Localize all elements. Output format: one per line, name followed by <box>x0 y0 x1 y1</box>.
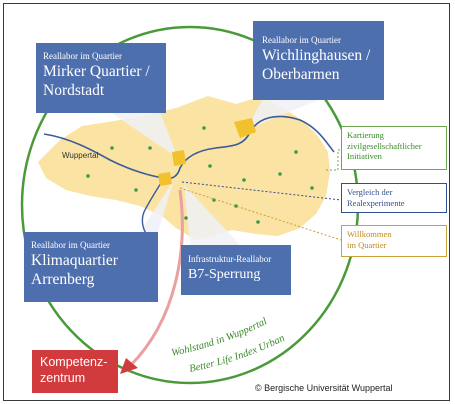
arrow-head-icon <box>120 358 138 374</box>
box-vergleich[interactable]: Vergleich der Realexperimente <box>341 183 447 213</box>
panel-kicker: Reallabor im Quartier <box>262 35 341 45</box>
beam-b7 <box>184 185 240 245</box>
panel-title-line1: Klimaquartier <box>31 252 118 269</box>
beam-arrenberg <box>140 180 174 232</box>
panel-wichlinghausen[interactable]: Reallabor im Quartier Wichlinghausen / O… <box>253 21 384 100</box>
panel-kicker: Reallabor im Quartier <box>31 240 110 250</box>
connector-vergleich <box>181 181 342 201</box>
panel-b7-sperrung[interactable]: Infrastruktur-Reallabor B7-Sperrung <box>181 245 291 295</box>
panel-mirker-quartier[interactable]: Reallabor im Quartier Mirker Quartier / … <box>36 43 166 113</box>
panel-title-line2: Nordstadt <box>43 82 105 99</box>
copyright-notice: © Bergische Universität Wuppertal <box>255 383 393 393</box>
box-line: Realexperimente <box>347 197 405 208</box>
beam-mirker <box>110 112 178 158</box>
connector-willkommen <box>179 187 342 241</box>
box-line: Initiativen <box>347 151 382 161</box>
box-willkommen[interactable]: Willkommen im Quartier <box>341 225 447 257</box>
wuppertal-map-shape <box>38 96 330 240</box>
initiative-dots <box>86 126 314 224</box>
quarter-arrenberg-highlight <box>158 172 172 186</box>
box-line: Kartierung <box>347 130 384 140</box>
river-wupper <box>43 115 335 180</box>
connector-kartierung <box>326 149 342 171</box>
kompetenzzentrum-button[interactable]: Kompetenz- zentrum <box>32 350 118 393</box>
panel-klimaquartier-arrenberg[interactable]: Reallabor im Quartier Klimaquartier Arre… <box>24 232 158 302</box>
box-line: im Quartier <box>347 239 387 250</box>
quarter-mirker-highlight <box>172 150 186 166</box>
panel-kicker: Reallabor im Quartier <box>43 51 122 61</box>
kompetenz-line1: Kompetenz- <box>40 355 108 369</box>
arrow-to-kompetenzzentrum <box>128 189 184 368</box>
quarter-wichlinghausen-highlight <box>234 118 256 138</box>
city-label: Wuppertal <box>62 151 99 160</box>
box-kartierung[interactable]: Kartierung zivilgesellschaftlicher Initi… <box>341 126 447 170</box>
panel-title-line2: Oberbarmen <box>262 66 340 83</box>
diagram-frame <box>3 3 450 401</box>
box-line: zivilgesellschaftlicher <box>347 140 422 151</box>
panel-kicker: Infrastruktur-Reallabor <box>188 254 272 264</box>
box-line: Willkommen <box>347 229 392 239</box>
panel-title-line1: Mirker Quartier / <box>43 63 150 80</box>
beam-wichlinghausen <box>246 100 318 130</box>
kompetenz-line2: zentrum <box>40 371 86 385</box>
box-line: Vergleich der <box>347 187 393 197</box>
panel-title-line2: Arrenberg <box>31 271 95 288</box>
panel-title-line1: B7-Sperrung <box>188 267 261 282</box>
panel-title-line1: Wichlinghausen / <box>262 47 371 64</box>
